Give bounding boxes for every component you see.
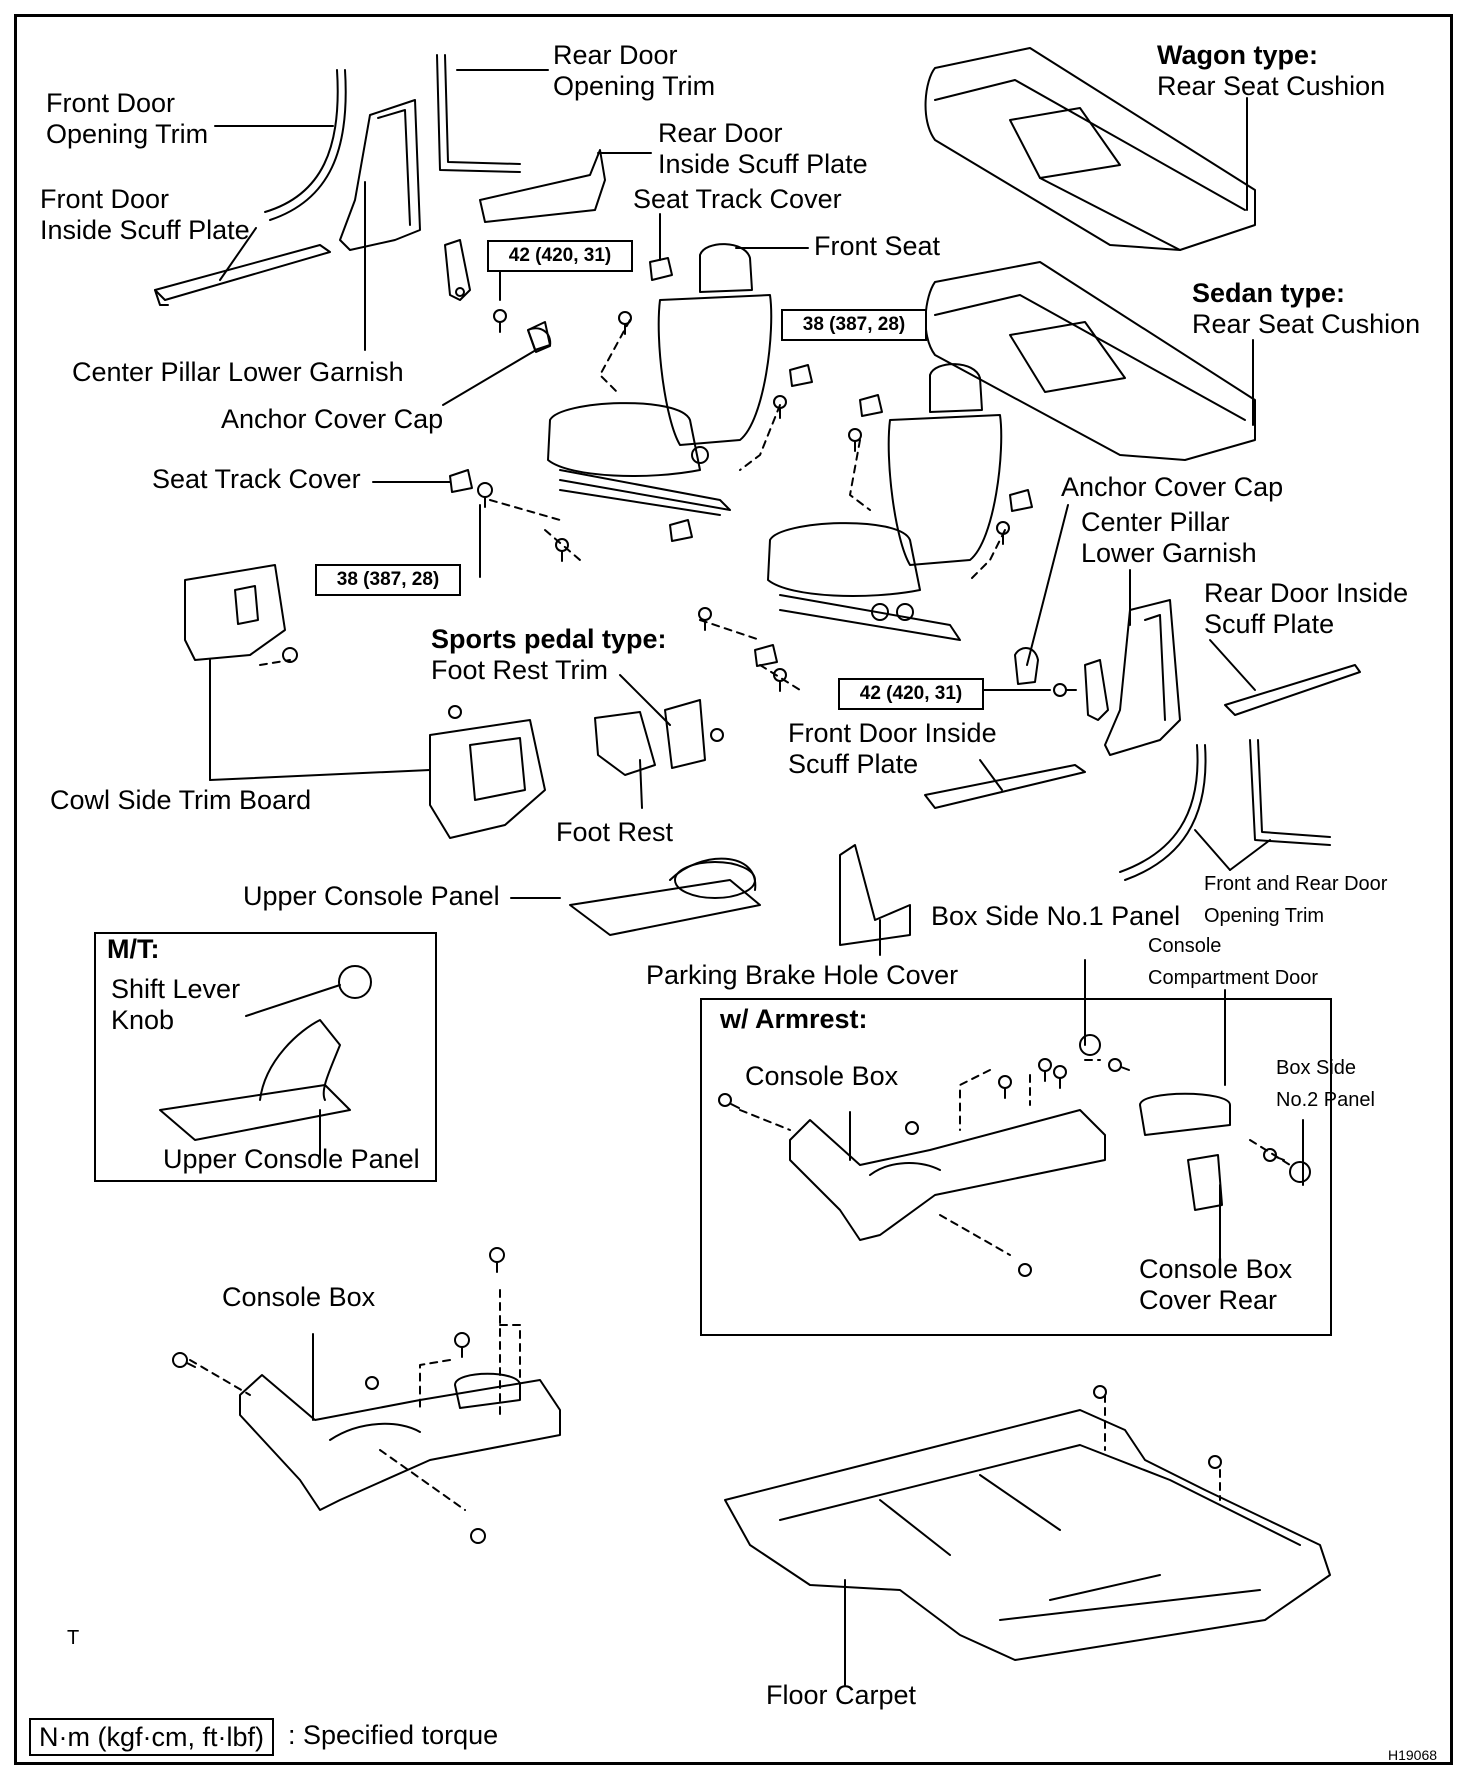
label-w-armrest: w/ Armrest: [720, 1004, 868, 1034]
label-upper-console-panel-mt: Upper Console Panel [163, 1144, 420, 1174]
label-floor-carpet: Floor Carpet [766, 1680, 917, 1710]
front-seat-lower-shape [767, 363, 1003, 641]
center-pillar-garnish-right-shape [1104, 599, 1181, 756]
label-center-pillar-lower-garnish-left: Center Pillar Lower Garnish [72, 357, 404, 387]
label-wagon-rear-seat-cushion: Rear Seat Cushion [1157, 71, 1386, 101]
anchor-bracket-top [444, 239, 471, 301]
torque-leaders [479, 269, 1051, 691]
center-pillar-garnish-shape [339, 99, 421, 251]
front-door-scuff-plate-left-shape [154, 244, 331, 306]
leader-lines [209, 69, 1304, 1686]
front-seat-upper-shape [547, 243, 773, 516]
torque-box-2: 38 (387, 28) [781, 309, 927, 341]
armrest-console-box-shapes [789, 1034, 1311, 1241]
bolts [172, 309, 1285, 1544]
label-sports-pedal-type: Sports pedal type: [431, 624, 667, 654]
label-box-side-no2-panel: Box Side No.2 Panel [1276, 1057, 1375, 1111]
label-front-door-opening-trim: Front Door Opening Trim [46, 88, 209, 149]
label-upper-console-panel: Upper Console Panel [243, 881, 500, 911]
anchor-cover-cap-shapes [527, 327, 1039, 685]
label-console-box-cover-rear: Console Box Cover Rear [1139, 1254, 1293, 1315]
parking-brake-hole-cover-shape [839, 844, 911, 946]
rear-door-opening-trim-shape [436, 54, 521, 173]
label-console-box-armrest: Console Box [745, 1061, 899, 1091]
brackets-misc [527, 321, 1033, 667]
seat-track-cover-left-shape [449, 469, 473, 493]
rear-door-scuff-plate-top-shape [479, 149, 606, 223]
front-door-scuff-plate-right-shape [924, 764, 1086, 809]
label-shift-lever-knob: Shift Lever Knob [111, 974, 241, 1035]
dashed-lines [189, 319, 1291, 1511]
label-parking-brake-hole-cover: Parking Brake Hole Cover [646, 960, 959, 990]
torque-box-3: 38 (387, 28) [315, 564, 461, 596]
label-seat-track-cover-left: Seat Track Cover [152, 464, 361, 494]
armrest-inset-panel [700, 998, 1332, 1336]
label-foot-rest: Foot Rest [556, 817, 674, 847]
label-front-and-rear-door-opening-trim: Front and Rear Door Opening Trim [1204, 873, 1388, 927]
torque-box-4: 42 (420, 31) [838, 678, 984, 710]
legend-text: : Specified torque [288, 1720, 499, 1750]
label-wagon-type: Wagon type: [1157, 40, 1318, 70]
sedan-rear-seat-cushion-shape [924, 261, 1256, 461]
torque-box-1: 42 (420, 31) [487, 240, 633, 272]
rear-door-scuff-plate-right-shape [1224, 664, 1361, 716]
anchor-bracket-right [1084, 659, 1109, 721]
diagram-frame [14, 14, 1453, 1765]
label-front-door-inside-scuff-plate-left: Front Door Inside Scuff Plate [40, 184, 250, 245]
label-seat-track-cover-top: Seat Track Cover [633, 184, 842, 214]
upper-console-panel-shape [569, 857, 761, 936]
label-rear-door-opening-trim: Rear Door Opening Trim [553, 40, 716, 101]
front-door-opening-trim-shape [264, 69, 347, 221]
label-anchor-cover-cap-right: Anchor Cover Cap [1061, 472, 1284, 502]
console-box-shapes [239, 1372, 561, 1511]
label-t-mark: T [67, 1627, 80, 1649]
label-front-seat: Front Seat [814, 231, 941, 261]
foot-rest-trim-shape [664, 699, 706, 769]
label-sedan-type: Sedan type: [1192, 278, 1346, 308]
label-mt: M/T: [107, 934, 160, 964]
label-console-compartment-door: Console Compartment Door [1148, 935, 1319, 989]
foot-rest-shape [594, 711, 656, 776]
label-foot-rest-trim: Foot Rest Trim [431, 655, 609, 685]
label-cowl-side-trim-board: Cowl Side Trim Board [50, 785, 312, 815]
drawing-code: H19068 [1388, 1747, 1438, 1763]
label-sedan-rear-seat-cushion: Rear Seat Cushion [1192, 309, 1421, 339]
label-center-pillar-lower-garnish-right: Center Pillar Lower Garnish [1081, 507, 1257, 568]
label-box-side-no1-panel: Box Side No.1 Panel [931, 901, 1181, 931]
label-rear-door-inside-scuff-plate-right: Rear Door Inside Scuff Plate [1204, 578, 1409, 639]
label-rear-door-inside-scuff-plate-top: Rear Door Inside Scuff Plate [658, 118, 868, 179]
wagon-rear-seat-cushion-shape [924, 47, 1256, 251]
floor-carpet-shape [724, 1409, 1331, 1661]
label-anchor-cover-cap-left: Anchor Cover Cap [221, 404, 444, 434]
seat-track-cover-top-shape [649, 257, 673, 281]
mt-inset-panel [94, 932, 437, 1182]
mt-inset-shapes [159, 965, 372, 1141]
front-rear-door-opening-trim-shape [1119, 739, 1331, 881]
label-console-box: Console Box [222, 1282, 376, 1312]
legend-unit-box: N·m (kgf·cm, ft·lbf) [29, 1718, 274, 1756]
label-front-door-inside-scuff-plate-right: Front Door Inside Scuff Plate [788, 718, 997, 779]
cowl-side-trim-board-shapes [184, 564, 546, 839]
